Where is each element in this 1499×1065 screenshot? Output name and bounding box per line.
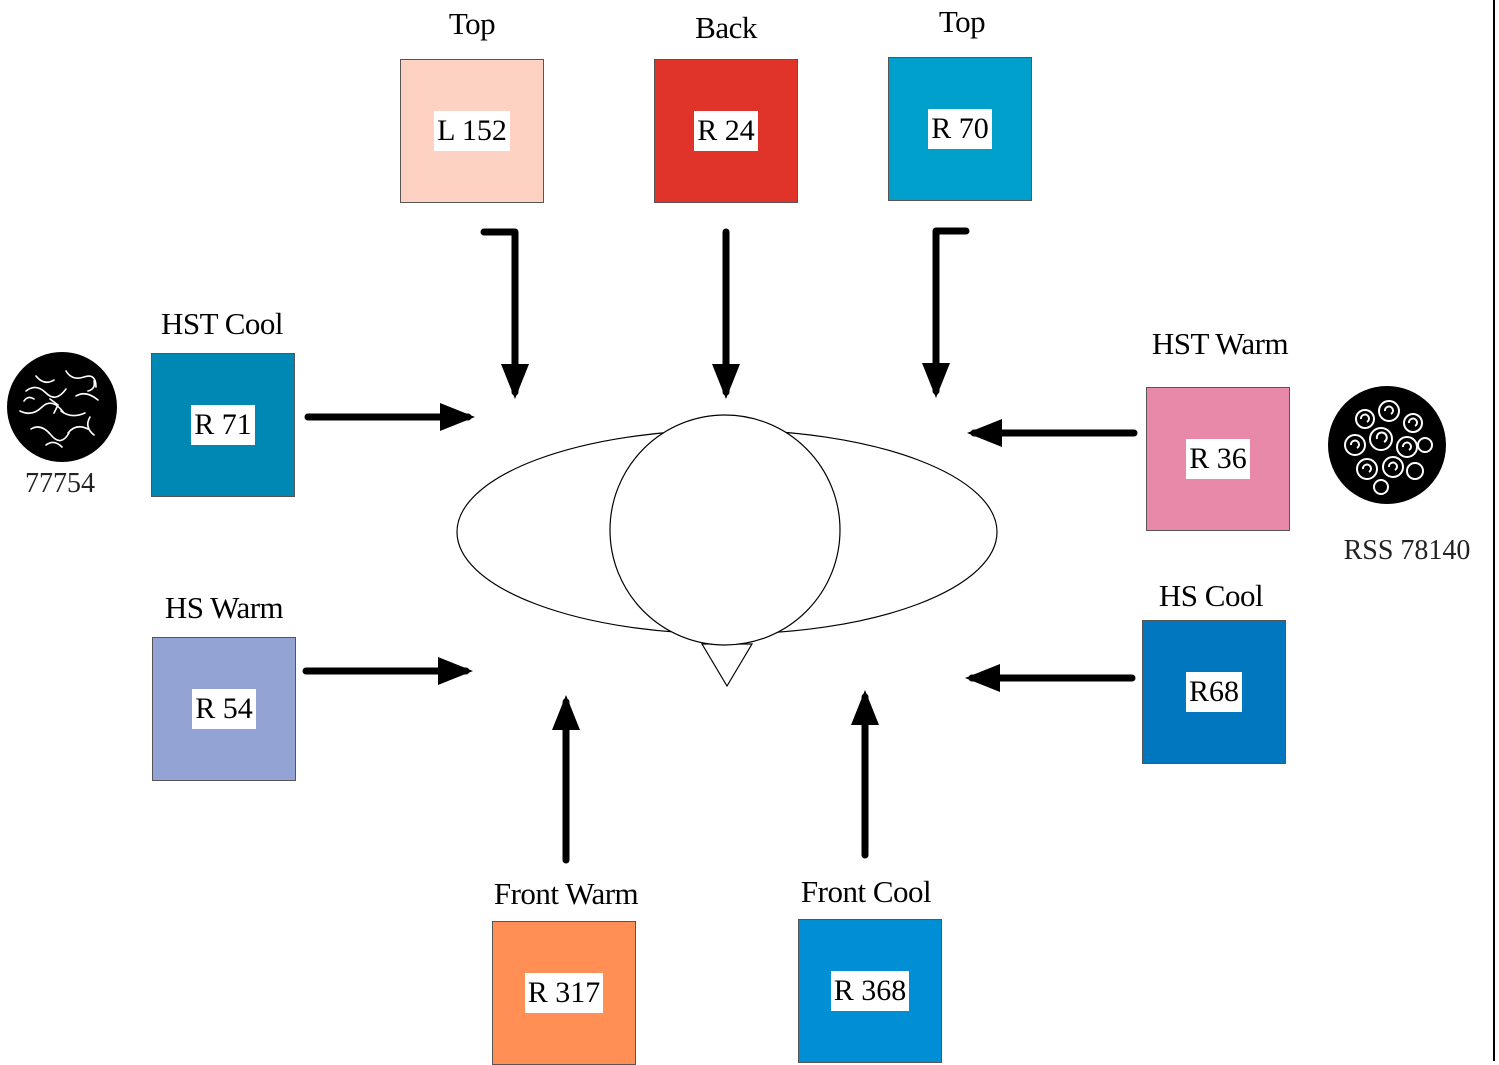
- gel-code: R68: [1185, 672, 1242, 712]
- gel-swatch-front-warm: R 317: [492, 921, 636, 1065]
- gel-swatch-top-right: R 70: [888, 57, 1032, 201]
- gel-code: R 24: [694, 111, 758, 151]
- gel-code: R 368: [830, 971, 910, 1011]
- gel-swatch-hs-cool: R68: [1142, 620, 1286, 764]
- gel-swatch-top-left: L 152: [400, 59, 544, 203]
- gel-code: R 36: [1186, 439, 1250, 479]
- gel-code: R 70: [928, 109, 992, 149]
- gobo-right-label: RSS 78140: [1343, 535, 1471, 566]
- frame-edge: [1493, 0, 1495, 1061]
- label-top-left: Top: [448, 6, 496, 41]
- gel-code: L 152: [434, 111, 510, 151]
- arrow-top-right: [922, 227, 970, 398]
- arrow-top-left: [480, 228, 529, 399]
- gobo-left-icon: [7, 352, 117, 462]
- gel-code: R 71: [191, 405, 255, 445]
- gel-code: R 317: [524, 973, 604, 1013]
- gobo-left-label: 77754: [25, 468, 95, 499]
- label-hst-warm: HST Warm: [1151, 326, 1289, 361]
- label-front-warm: Front Warm: [493, 876, 639, 911]
- label-hs-warm: HS Warm: [164, 590, 284, 625]
- label-back: Back: [695, 10, 757, 45]
- gel-swatch-hs-warm: R 54: [152, 637, 296, 781]
- gel-swatch-hst-warm: R 36: [1146, 387, 1290, 531]
- gel-swatch-hst-cool: R 71: [151, 353, 295, 497]
- label-front-cool: Front Cool: [800, 874, 932, 909]
- label-hs-cool: HS Cool: [1158, 578, 1264, 613]
- gel-swatch-front-cool: R 368: [798, 919, 942, 1063]
- label-hst-cool: HST Cool: [160, 306, 284, 341]
- performer-head: [609, 414, 841, 646]
- performer-symbol: [456, 414, 998, 688]
- gel-code: R 54: [192, 689, 256, 729]
- label-top-right: Top: [938, 4, 986, 39]
- gel-swatch-back: R 24: [654, 59, 798, 203]
- performer-nose: [700, 643, 754, 688]
- gobo-right-icon: [1328, 386, 1446, 504]
